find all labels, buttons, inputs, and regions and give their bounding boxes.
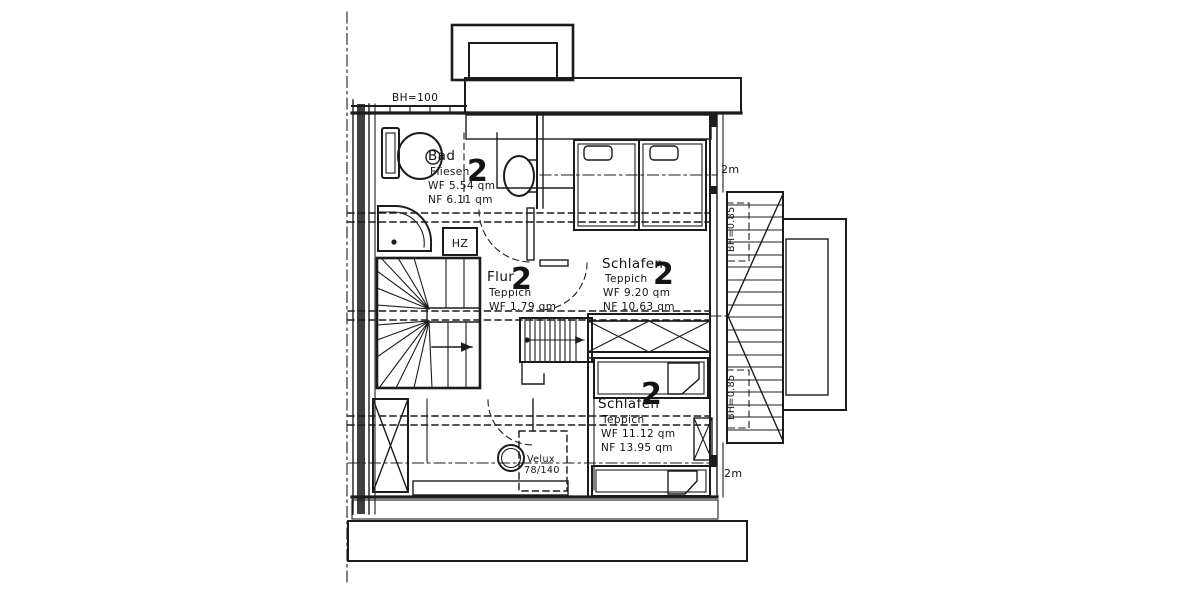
bed-bottom-upper — [593, 357, 709, 399]
schlafen-oben-floor: Teppich — [604, 273, 648, 285]
velux-roof-window: Velux 78/140 — [518, 430, 568, 492]
bad-wf: WF 5.54 qm — [428, 180, 495, 192]
sink — [503, 155, 538, 197]
top-knee-wall: BH=100 — [350, 92, 468, 115]
velux-size-label: 78/140 — [524, 465, 560, 476]
door-arc-lower — [487, 398, 534, 446]
winder-staircase — [375, 256, 482, 390]
right-dormer-outline — [782, 218, 847, 411]
schlafen-unten-name: Schlafen — [598, 396, 659, 412]
shower — [377, 205, 433, 252]
heater-label: HZ — [452, 237, 469, 250]
right-wall — [709, 112, 724, 498]
schlafen-unten-number: 2 — [641, 377, 662, 412]
knee-wall-height-label: BH=100 — [392, 92, 438, 104]
velux-brand-label: Velux — [527, 454, 555, 465]
vent-circle — [497, 444, 525, 472]
schlafen-oben-number: 2 — [653, 257, 674, 292]
top-dormer-outline — [450, 23, 575, 82]
flur-floor: Teppich — [488, 287, 532, 299]
schlafen-oben-wf: WF 9.20 qm — [603, 287, 670, 299]
schlafen-unten-floor: Teppich — [601, 414, 645, 426]
height-2m-lower-label: 2m — [724, 467, 743, 480]
right-pier-x-brace — [693, 417, 713, 461]
attic-stair — [519, 317, 593, 385]
bad-floor: Fliesen — [430, 166, 470, 178]
toilet — [381, 127, 443, 180]
height-2m-upper-label: 2m — [721, 163, 740, 176]
bathroom: HZ Bad 2 Fliesen WF 5.54 qm NF 6.11 qm — [377, 112, 574, 263]
flur-number: 2 — [511, 262, 532, 297]
insulation-band-bottom — [351, 499, 719, 520]
bedroom-upper: Schlafen 2 Teppich WF 9.20 qm NF 10.63 q… — [539, 139, 707, 313]
flur-name: Flur — [487, 269, 514, 285]
insulation-band-top — [465, 114, 712, 140]
flur-wf: WF 1.79 qm — [489, 301, 556, 313]
heater-box: HZ — [442, 227, 478, 256]
roof-tile-band-bottom — [347, 520, 748, 562]
bad-nf: NF 6.11 qm — [428, 194, 493, 206]
bedroom-lower: Schlafen 2 Teppich WF 11.12 qm NF 13.95 … — [591, 357, 713, 497]
hallway-labels: Flur 2 Teppich WF 1.79 qm — [487, 262, 556, 313]
bad-number: 2 — [467, 154, 488, 189]
left-wall — [346, 11, 376, 587]
bed-top-right — [638, 139, 707, 231]
height-contour-lines: 2m 2m — [347, 163, 743, 480]
bed-top-left — [573, 139, 640, 231]
schlafen-unten-nf: NF 13.95 qm — [601, 442, 673, 454]
door-arc-bedroom-upper — [539, 259, 588, 311]
bed-bottom-lower — [591, 465, 711, 497]
schlafen-unten-wf: WF 11.12 qm — [601, 428, 675, 440]
schlafen-oben-name: Schlafen — [602, 256, 663, 272]
bathroom-door-arc — [478, 207, 535, 263]
schlafen-oben-nf: NF 10.63 qm — [603, 301, 675, 313]
roof-tile-band-top — [463, 77, 743, 115]
void-x-brace — [587, 313, 711, 498]
knee-wall-right-upper-label: BH=0.85 — [726, 206, 737, 252]
knee-wall-right-lower-label: BH=0.85 — [726, 374, 737, 420]
roof-slope-hatch: BH=0.85 BH=0.85 — [726, 191, 784, 444]
chimney-x-brace — [372, 398, 569, 496]
bad-name: Bad — [428, 148, 455, 164]
